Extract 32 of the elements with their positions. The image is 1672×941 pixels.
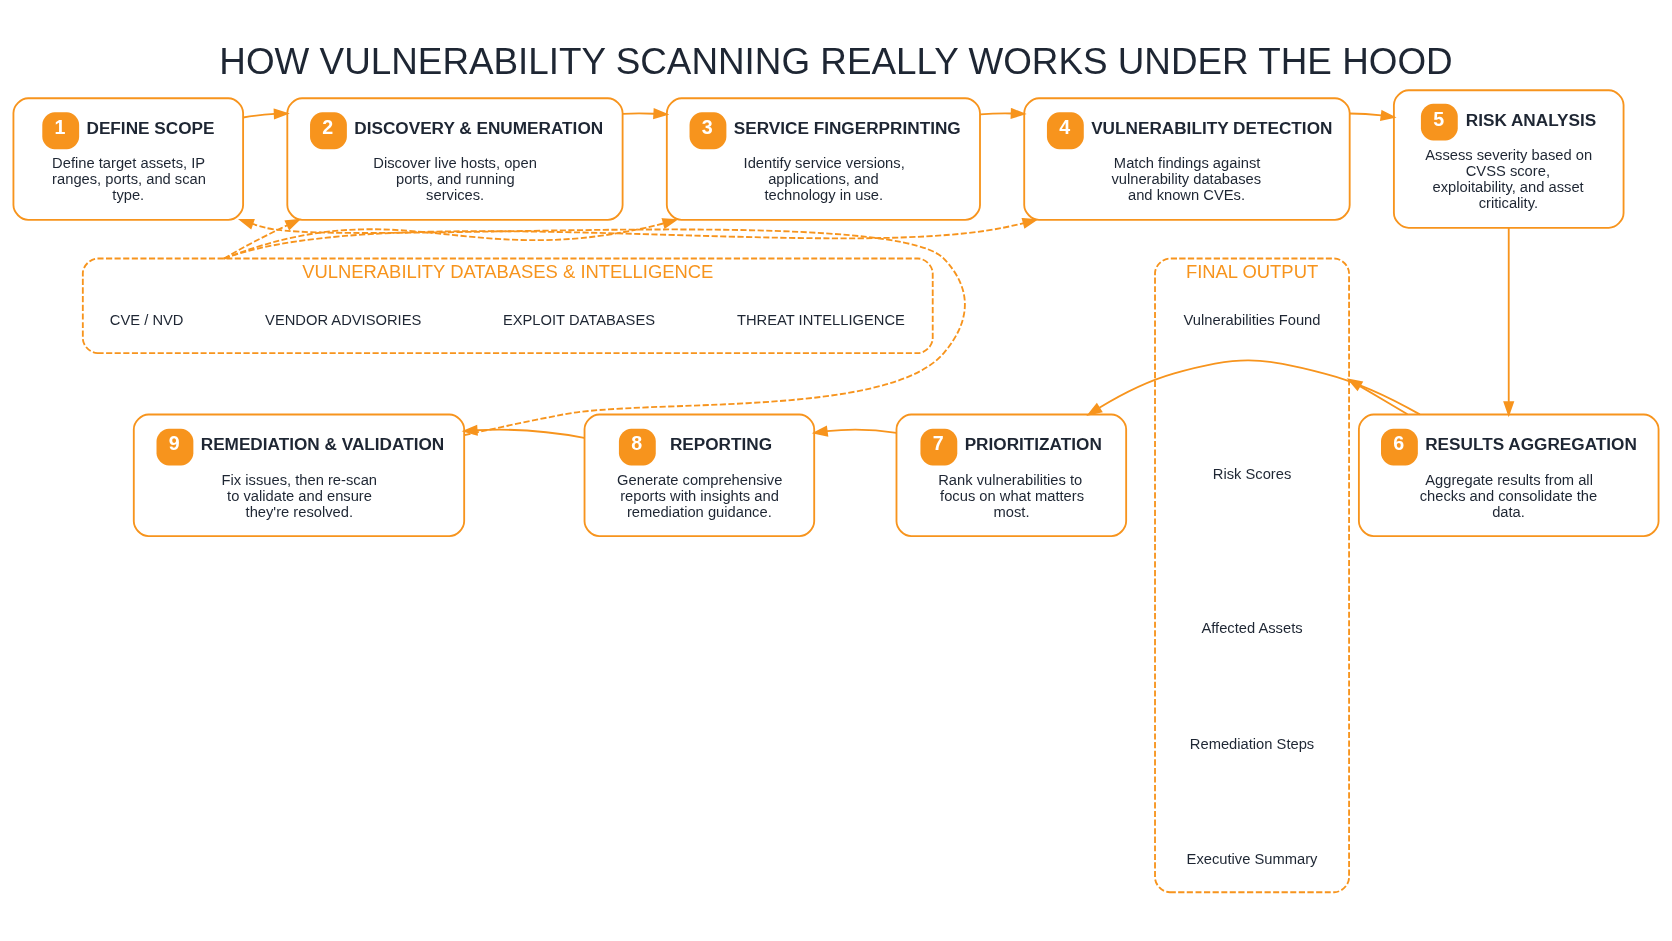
- arrow: [1503, 226, 1515, 417]
- node-box: 3 SERVICE FINGERPRINTING Identify service versions, applications, and technology in use.: [665, 96, 981, 221]
- node-text: THREAT INTELLIGENCE: [736, 311, 905, 328]
- diagram-title: HOW VULNERABILITY SCANNING REALLY WORKS UNDER THE HOOD: [219, 40, 1453, 82]
- node-box: 5 RISK ANALYSIS Assess severity based on CVSS score, exploitability, and asset criticality.: [1393, 88, 1625, 229]
- node-text: Remediation Steps: [1189, 735, 1315, 752]
- arrow: [237, 218, 966, 436]
- arrow: [223, 217, 1039, 259]
- node-box: 9 REMEDIATION & VALIDATION Fix issues, then re-scan to validate and ensure they're resolved.: [132, 413, 466, 537]
- arrow: [1086, 358, 1421, 416]
- node-text: Affected Assets: [1201, 619, 1303, 636]
- arrow: [242, 107, 290, 120]
- node-text: Vulnerabilities Found: [1183, 311, 1321, 328]
- node-box: 7 PRIORITIZATION Rank vulnerabilities to focus on what matters most.: [895, 413, 1128, 537]
- node-text: Risk Scores: [1212, 465, 1292, 482]
- node-box: 8 REPORTING Generate comprehensive reports with insights and remediation guidance.: [583, 413, 816, 537]
- node-text: EXPLOIT DATABASES: [502, 311, 656, 328]
- node-text: Executive Summary: [1186, 850, 1318, 867]
- arrow: [621, 107, 670, 119]
- node-box: 2 DISCOVERY & ENUMERATION Discover live hosts, open ports, and running services.: [286, 96, 624, 221]
- arrow: [223, 217, 679, 259]
- node-box: 4 VULNERABILITY DETECTION Match findings against vulnerability databases and known CVEs.: [1023, 96, 1351, 221]
- arrow: [811, 425, 898, 437]
- arrow: [1348, 109, 1397, 121]
- node-box: 6 RESULTS AGGREGATION Aggregate results from all checks and consolidate the data.: [1357, 413, 1660, 537]
- arrow: [223, 218, 302, 259]
- arrow: [979, 107, 1027, 119]
- arrow: [461, 424, 586, 439]
- arrow: [1346, 377, 1409, 415]
- node-text: CVE / NVD: [109, 311, 184, 328]
- node-box: 1 DEFINE SCOPE Define target assets, IP ranges, ports, and scan type.: [12, 96, 244, 221]
- node-text: VENDOR ADVISORIES: [265, 311, 422, 328]
